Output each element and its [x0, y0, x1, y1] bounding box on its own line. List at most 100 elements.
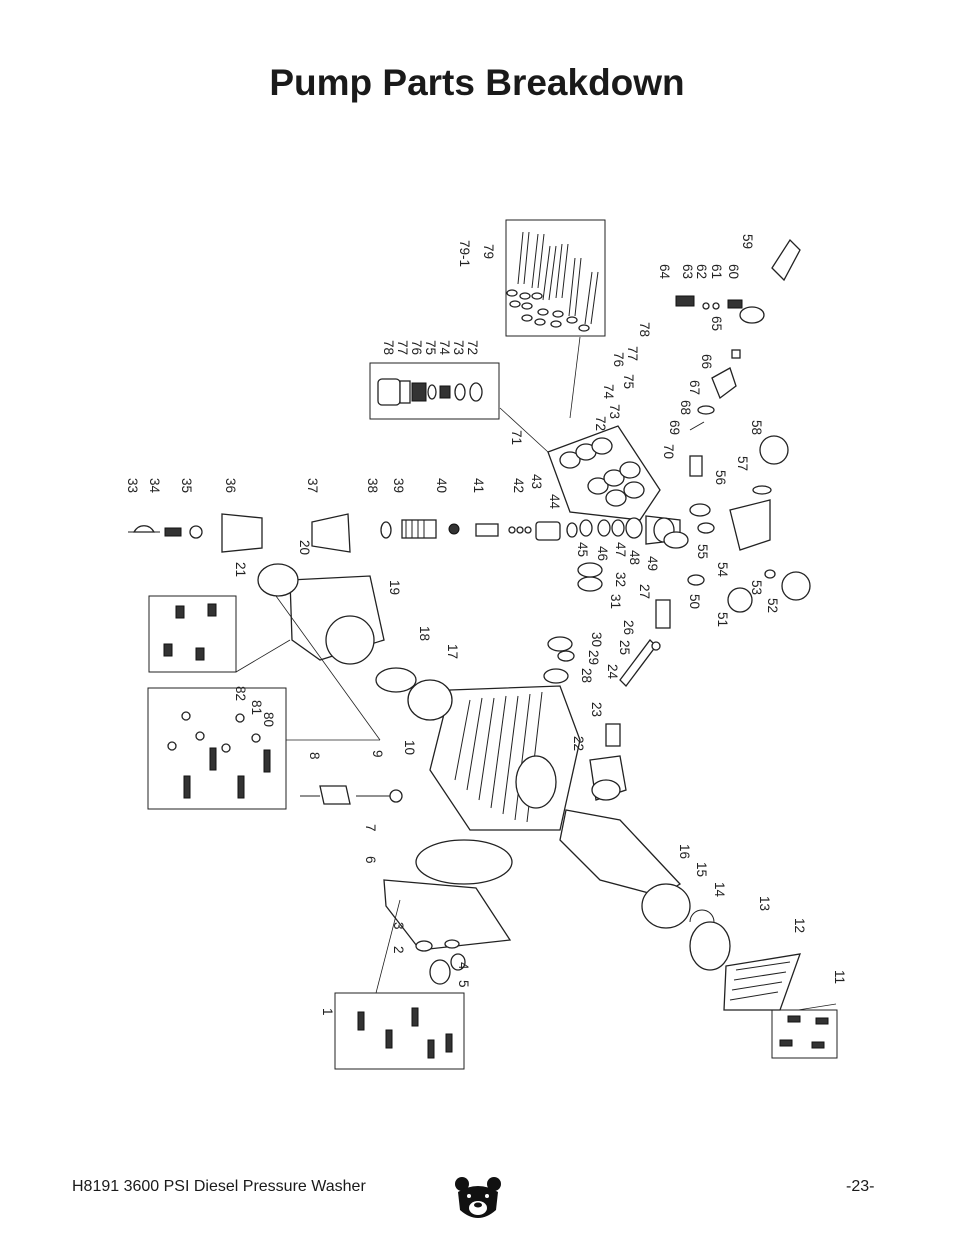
- part-label: 19: [387, 580, 402, 595]
- long-bolts-group: [517, 231, 599, 325]
- part-label: 73: [451, 340, 466, 355]
- part-label: 58: [749, 420, 764, 435]
- washers-group: [506, 289, 590, 332]
- outlet-fittings: [663, 238, 811, 613]
- part-label: 54: [715, 562, 730, 578]
- part-label: 72: [593, 416, 608, 431]
- part-label: 65: [709, 316, 724, 331]
- part-label: 8: [307, 752, 322, 760]
- part-label: 16: [677, 844, 692, 859]
- part-label: 63: [680, 264, 695, 279]
- part-label: 68: [678, 400, 693, 415]
- bolts-bottom-group: [357, 1007, 453, 1059]
- footer-model: H8191 3600 PSI Diesel Pressure Washer: [72, 1178, 366, 1195]
- part-label: 49: [645, 556, 660, 571]
- manifold-head: [547, 425, 661, 521]
- part-label: 81: [249, 700, 264, 715]
- part-label: 23: [589, 702, 604, 717]
- part-label: 55: [695, 544, 710, 559]
- part-label: 61: [709, 264, 724, 279]
- part-label: 66: [699, 354, 714, 369]
- crankcase-body: [257, 563, 581, 985]
- part-label: 51: [715, 612, 730, 627]
- part-label: 45: [575, 542, 590, 557]
- part-number-labels: 1 2 3 4 5 6 7 8 9 10 11 12 13 14 15 16 1…: [125, 234, 847, 1016]
- part-label: 41: [471, 478, 486, 493]
- grizzly-bear-head-icon: [455, 1177, 501, 1218]
- part-label: 69: [667, 420, 682, 435]
- part-label: 17: [445, 644, 460, 659]
- part-label: 12: [792, 918, 807, 933]
- part-label: 32: [613, 572, 628, 587]
- part-label: 5: [456, 980, 471, 988]
- part-label: 33: [125, 478, 140, 493]
- part-label: 37: [305, 478, 320, 493]
- part-label: 77: [625, 346, 640, 361]
- part-label: 21: [233, 562, 248, 577]
- part-label: 30: [589, 632, 604, 647]
- part-label: 38: [365, 478, 380, 493]
- bolts-left-group: [163, 603, 217, 661]
- part-label: 50: [687, 594, 702, 609]
- leader-lines: [235, 336, 837, 1011]
- part-label: 22: [571, 736, 586, 751]
- part-label: 82: [233, 686, 248, 701]
- part-label: 36: [223, 478, 238, 493]
- part-label: 76: [409, 340, 424, 355]
- part-label: 75: [621, 374, 636, 389]
- part-label: 70: [661, 444, 676, 459]
- part-label: 64: [657, 264, 672, 280]
- inset-box-bolts-bottom: [334, 992, 465, 1070]
- part-label: 48: [627, 550, 642, 565]
- inset-box-bolts-left: [148, 595, 237, 673]
- part-label: 26: [621, 620, 636, 635]
- inset-box-valve: [369, 362, 500, 420]
- part-label: 18: [417, 626, 432, 641]
- part-label: 60: [726, 264, 741, 279]
- part-label: 80: [261, 712, 276, 727]
- valve-assembly-inset: [377, 378, 483, 406]
- part-label: 71: [509, 430, 524, 445]
- part-label: 59: [740, 234, 755, 249]
- part-label: 75: [423, 340, 438, 355]
- part-label: 53: [749, 580, 764, 595]
- part-label: 20: [297, 540, 312, 555]
- part-label: 46: [595, 546, 610, 561]
- part-label: 10: [402, 740, 417, 755]
- part-label: 44: [547, 494, 562, 510]
- part-label: 31: [608, 594, 623, 609]
- part-label: 29: [586, 650, 601, 665]
- part-label: 11: [832, 970, 847, 984]
- part-label: 9: [370, 750, 385, 758]
- part-label: 52: [765, 598, 780, 613]
- page-title: Pump Parts Breakdown: [269, 62, 685, 103]
- part-label: 79: [481, 244, 496, 259]
- part-label: 78: [637, 322, 652, 337]
- part-label: 74: [601, 384, 616, 400]
- part-label: 39: [391, 478, 406, 493]
- inset-box-head-bolts: [147, 687, 287, 810]
- part-label: 72: [465, 340, 480, 355]
- part-label: 73: [607, 404, 622, 419]
- inset-box-bolts-top: [505, 219, 606, 337]
- part-label: 1: [320, 1008, 335, 1016]
- valve-inset-labels: 78 77 76 75 74 73 72: [381, 340, 480, 356]
- part-label: 4: [456, 962, 471, 970]
- part-label: 77: [395, 340, 410, 355]
- crankshaft-assembly: [543, 562, 801, 1011]
- part-label: 2: [391, 946, 406, 954]
- bolts-right-group: [779, 1015, 829, 1049]
- head-bolts-group: [167, 711, 271, 799]
- part-label: 43: [529, 474, 544, 489]
- part-label: 74: [437, 340, 452, 356]
- part-label: 13: [757, 896, 772, 911]
- part-label: 15: [694, 862, 709, 877]
- part-label: 42: [511, 478, 526, 493]
- part-label: 78: [381, 340, 396, 355]
- part-label: 34: [147, 478, 162, 494]
- part-label: 76: [611, 352, 626, 367]
- part-label: 14: [712, 882, 727, 898]
- part-label: 3: [391, 922, 406, 930]
- part-label: 67: [687, 380, 702, 395]
